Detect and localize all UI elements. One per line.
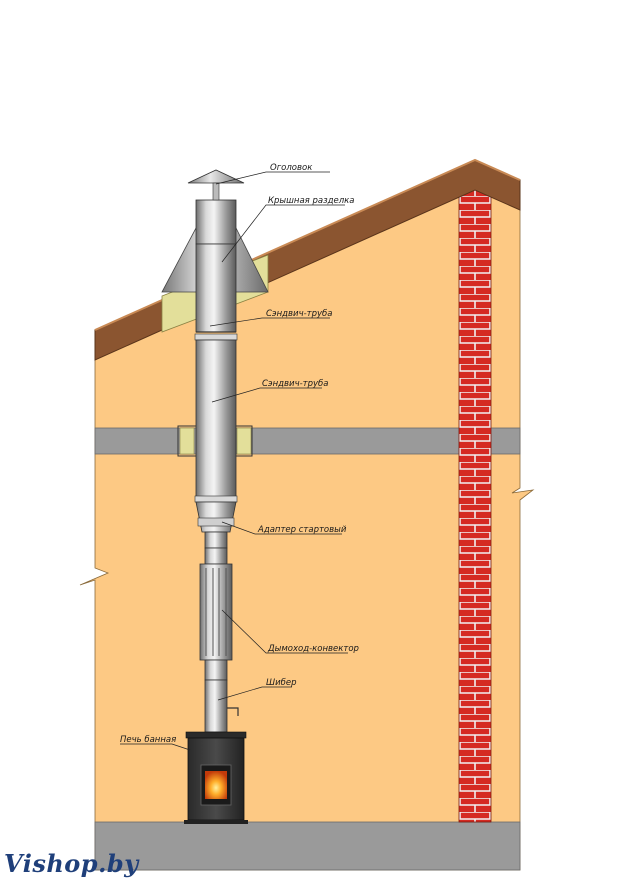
narrow-pipe-2 xyxy=(204,547,228,565)
cap-hood xyxy=(187,169,245,184)
sandwich-pipe-upper xyxy=(195,243,237,333)
house-wall xyxy=(79,164,535,871)
damper-handle xyxy=(227,707,239,716)
label-convector: Дымоход-конвектор xyxy=(267,644,359,654)
floor-insulation-left xyxy=(179,427,195,455)
stove-fire xyxy=(205,771,227,799)
label-sandwich-upper: Сэндвич-труба xyxy=(266,309,333,319)
stove-top xyxy=(185,731,247,739)
ground-slab xyxy=(94,821,521,871)
cap-stem xyxy=(212,182,220,201)
pipe-clamp-1 xyxy=(194,333,238,341)
leader-lines xyxy=(120,171,348,751)
brick-chimney xyxy=(458,187,492,823)
adapter xyxy=(195,501,237,533)
label-damper: Шибер xyxy=(266,678,296,688)
brand-logo[interactable]: Vishop.by xyxy=(4,849,139,878)
label-adapter: Адаптер стартовый xyxy=(257,525,347,535)
narrow-pipe-1 xyxy=(204,531,228,549)
convector-body xyxy=(199,563,233,661)
pipe-clamp-2 xyxy=(194,495,238,503)
label-sandwich-lower: Сэндвич-труба xyxy=(262,379,329,389)
cap-pipe xyxy=(195,199,237,245)
label-stove: Печь банная xyxy=(120,735,176,745)
floor-insulation-right xyxy=(236,427,252,455)
label-roof-pass: Крышная разделка xyxy=(268,196,355,206)
narrow-pipe-3 xyxy=(204,659,228,681)
label-cap: Оголовок xyxy=(270,163,313,173)
damper-pipe xyxy=(204,679,228,733)
sandwich-pipe-lower xyxy=(195,339,237,503)
stove-base xyxy=(184,820,248,824)
floor-slab xyxy=(94,427,521,455)
